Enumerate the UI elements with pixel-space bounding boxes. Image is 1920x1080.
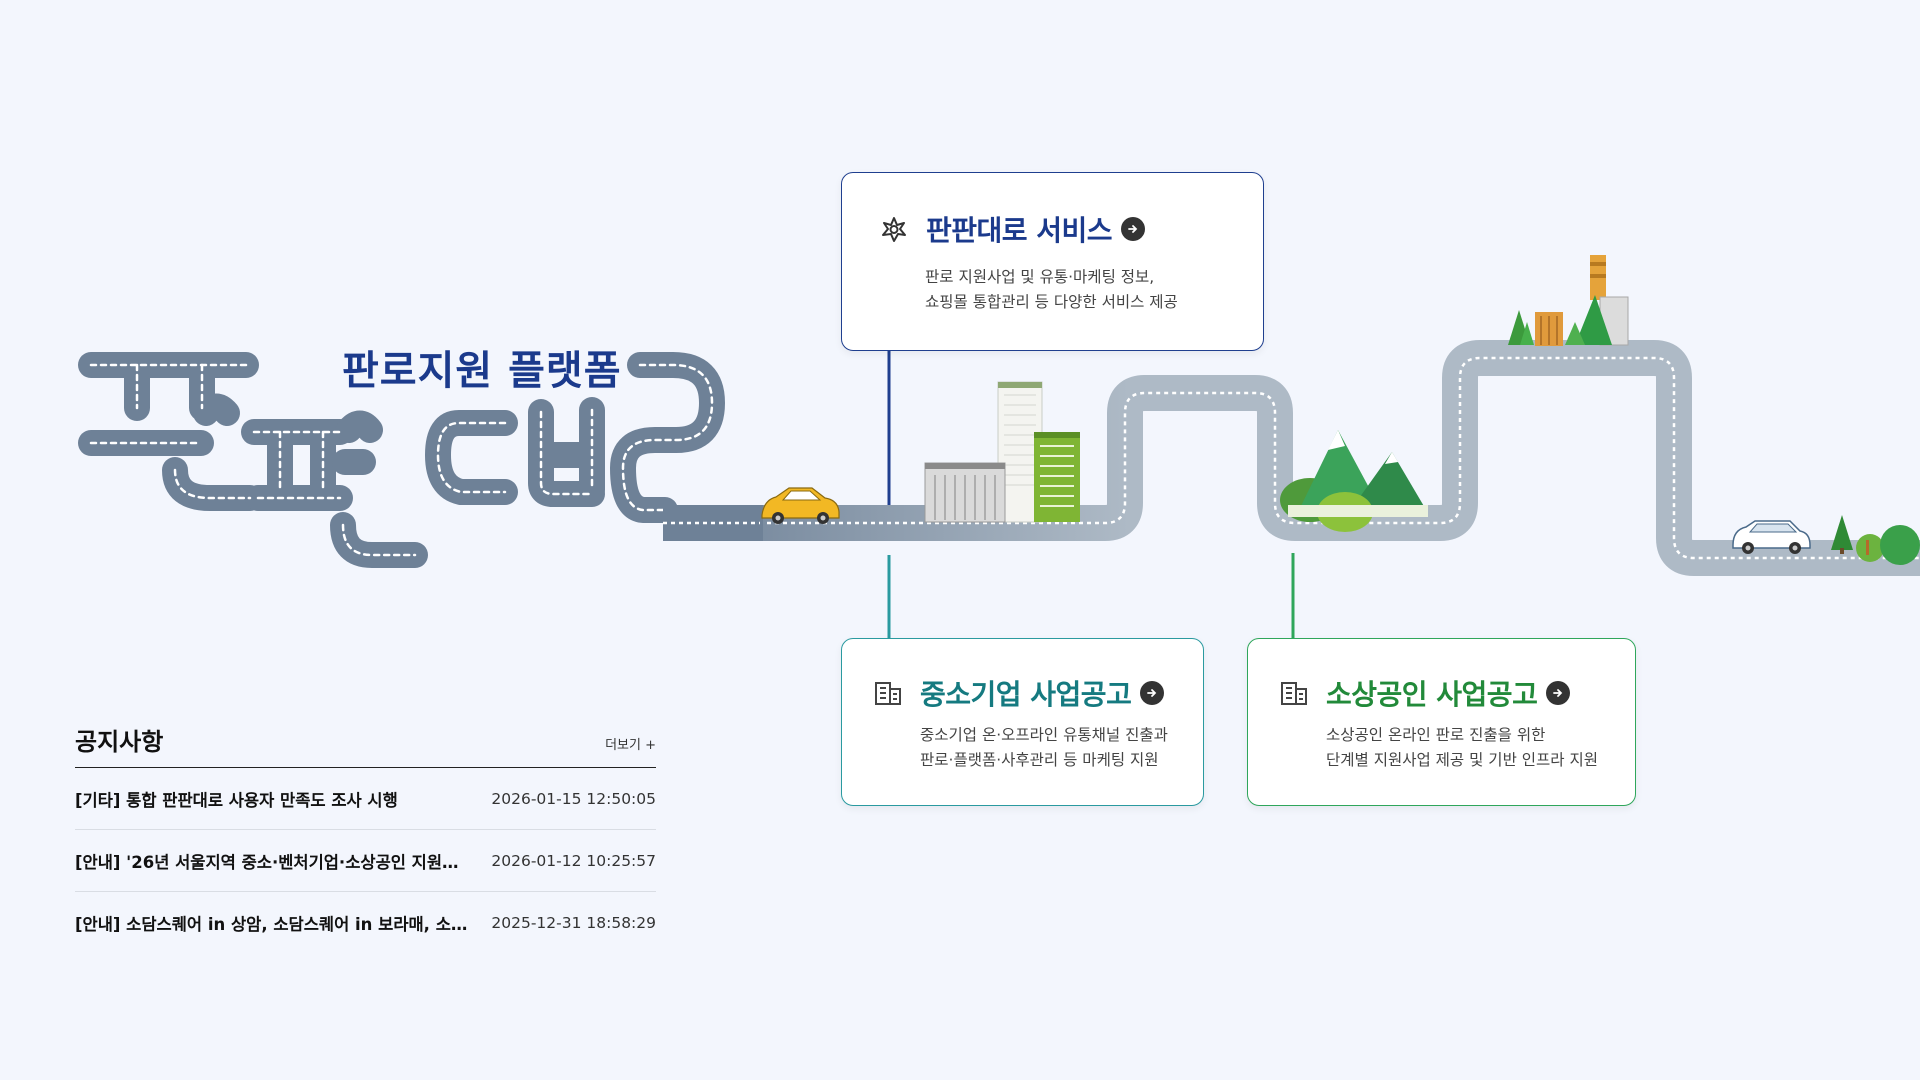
notice-more-link[interactable]: 더보기 + — [605, 738, 656, 753]
service-desc-line-2: 쇼핑몰 통합관리 등 다양한 서비스 제공 — [925, 293, 1178, 311]
service-card-description: 판로 지원사업 및 유통·마케팅 정보, 쇼핑몰 통합관리 등 다양한 서비스 … — [925, 265, 1178, 315]
sme-card-title: 중소기업 사업공고 — [920, 678, 1132, 711]
notice-header: 공지사항 더보기 + — [75, 722, 656, 768]
building-icon — [1281, 682, 1307, 705]
notice-item-title[interactable]: [안내] 소담스퀘어 in 상암, 소담스퀘어 in 보라매, 소담스퀘어 in… — [75, 914, 470, 934]
notice-item[interactable]: [안내] '26년 서울지역 중소·벤처기업·소상공인 지원사업 설명회 개최 … — [75, 830, 656, 892]
roadside-trees — [1831, 515, 1920, 565]
notice-item-title[interactable]: [안내] '26년 서울지역 중소·벤처기업·소상공인 지원사업 설명회 개최 — [75, 852, 470, 872]
notice-item-title[interactable]: [기타] 통합 판판대로 사용자 만족도 조사 시행 — [75, 790, 398, 810]
small-desc-line-1: 소상공인 온라인 판로 진출을 위한 — [1326, 726, 1546, 744]
connector-lines — [887, 349, 1295, 638]
small-business-card-description: 소상공인 온라인 판로 진출을 위한 단계별 지원사업 제공 및 기반 인프라 … — [1326, 723, 1598, 773]
car-white — [1732, 520, 1811, 554]
notice-board: 공지사항 더보기 + [기타] 통합 판판대로 사용자 만족도 조사 시행 20… — [75, 722, 656, 953]
notice-item-date: 2026-01-12 10:25:57 — [491, 851, 656, 870]
logo-graphic — [78, 352, 725, 568]
building-icon — [875, 682, 901, 705]
service-card[interactable]: 판판대로 서비스 판로 지원사업 및 유통·마케팅 정보, 쇼핑몰 통합관리 등… — [841, 172, 1264, 351]
city-buildings — [924, 381, 1080, 523]
notice-item-date: 2026-01-15 12:50:05 — [491, 789, 656, 808]
mountains — [1280, 430, 1428, 532]
small-business-card-title: 소상공인 사업공고 — [1326, 678, 1538, 711]
notice-title: 공지사항 — [75, 728, 164, 756]
arrow-right-icon[interactable] — [1121, 217, 1146, 241]
notice-item[interactable]: [안내] 소담스퀘어 in 상암, 소담스퀘어 in 보라매, 소담스퀘어 in… — [75, 892, 656, 953]
notice-item[interactable]: [기타] 통합 판판대로 사용자 만족도 조사 시행 2026-01-15 12… — [75, 768, 656, 830]
sparkle-icon — [882, 217, 906, 242]
sme-card[interactable]: 중소기업 사업공고 중소기업 온·오프라인 유통채널 진출과 판로·플랫폼·사후… — [841, 638, 1204, 806]
road — [663, 340, 1920, 576]
sme-desc-line-1: 중소기업 온·오프라인 유통채널 진출과 — [920, 726, 1168, 744]
car-yellow — [761, 487, 840, 524]
arrow-right-icon[interactable] — [1140, 681, 1165, 705]
arrow-right-icon[interactable] — [1546, 681, 1571, 705]
small-desc-line-2: 단계별 지원사업 제공 및 기반 인프라 지원 — [1326, 751, 1598, 769]
sme-card-description: 중소기업 온·오프라인 유통채널 진출과 판로·플랫폼·사후관리 등 마케팅 지… — [920, 723, 1168, 773]
sme-desc-line-2: 판로·플랫폼·사후관리 등 마케팅 지원 — [920, 751, 1159, 769]
hero-subtitle: 판로지원 플랫폼 — [342, 348, 622, 394]
service-desc-line-1: 판로 지원사업 및 유통·마케팅 정보, — [925, 268, 1155, 286]
service-card-title: 판판대로 서비스 — [926, 214, 1113, 247]
factory-area — [1508, 255, 1629, 346]
small-business-card[interactable]: 소상공인 사업공고 소상공인 온라인 판로 진출을 위한 단계별 지원사업 제공… — [1247, 638, 1636, 806]
notice-item-date: 2025-12-31 18:58:29 — [491, 913, 656, 932]
